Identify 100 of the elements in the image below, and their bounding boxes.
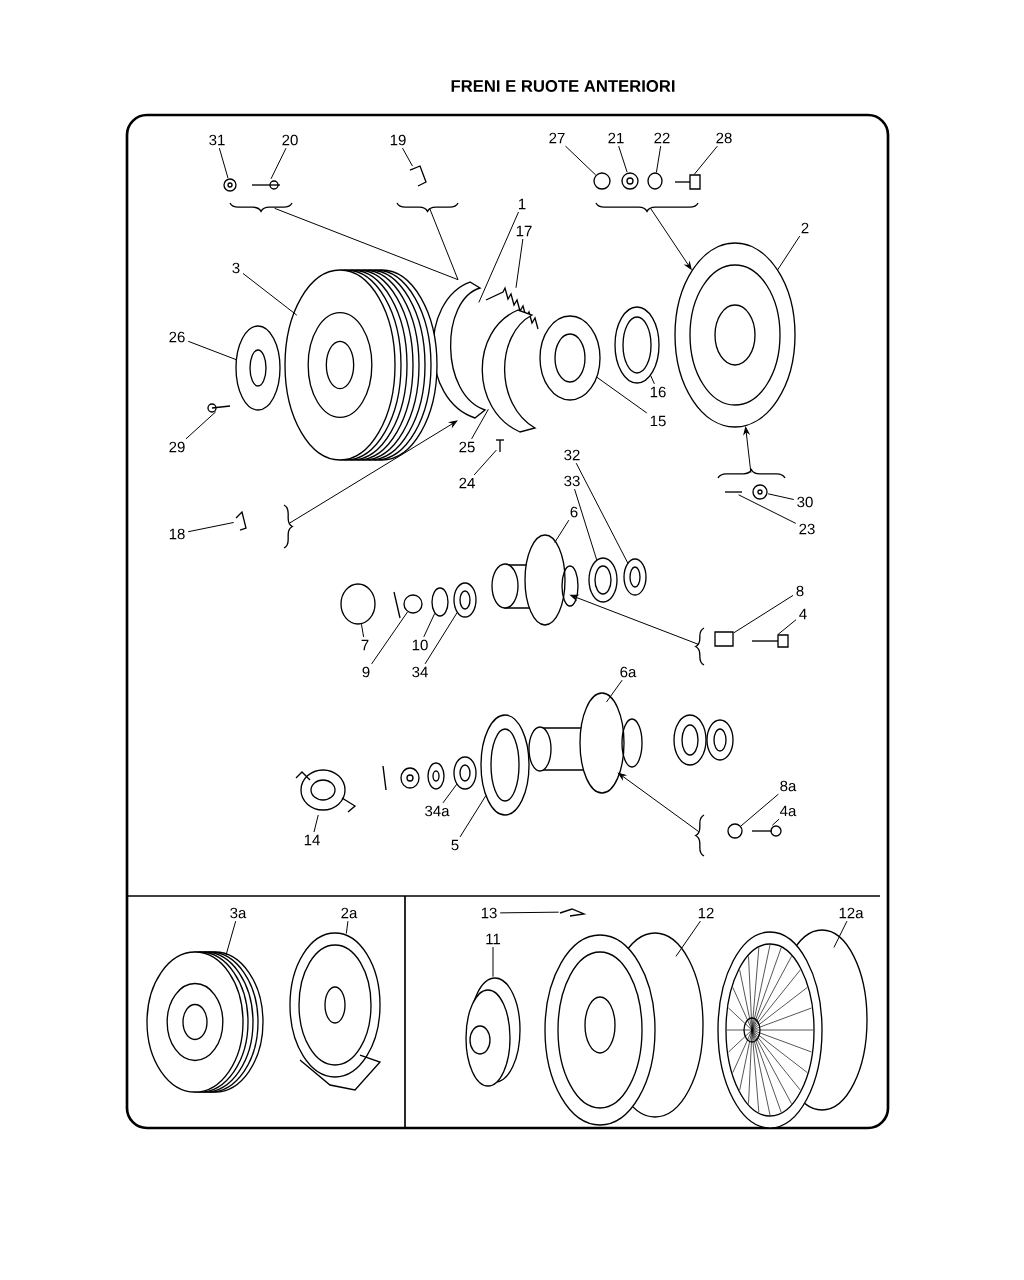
callout-number: 28 [716, 132, 732, 144]
wheel-drawing [544, 932, 704, 1126]
callout-number: 8a [780, 780, 797, 792]
callout-number: 12 [698, 907, 714, 919]
leader-line [218, 147, 229, 179]
leader-line [771, 818, 780, 826]
bracket [396, 202, 459, 212]
callout-number: 9 [362, 666, 370, 678]
leader-line [360, 623, 365, 638]
leader-line [767, 493, 795, 500]
bolt-drawing [674, 174, 701, 190]
leader-line [473, 449, 497, 476]
brake-shoe-drawing [432, 281, 486, 419]
callout-number: 2a [341, 907, 358, 919]
leader-line [693, 145, 718, 175]
bearing-drawing [588, 557, 618, 603]
callout-number: 27 [549, 132, 565, 144]
leader-line [185, 411, 217, 440]
assembly-arrow [618, 772, 700, 833]
hub-drawing [528, 692, 643, 794]
callout-number: 14 [304, 834, 320, 846]
knock-off-cap-drawing [295, 769, 357, 813]
callout-number: 15 [650, 415, 666, 427]
callout-number: 8 [796, 585, 804, 597]
callout-number: 5 [451, 839, 459, 851]
bracket [695, 627, 705, 666]
washer [647, 172, 663, 190]
leader-line [618, 145, 628, 173]
backing-plate-drawing [674, 242, 796, 428]
leader-line [650, 374, 655, 385]
callout-number: 32 [564, 449, 580, 461]
bracket [283, 504, 293, 549]
bracket [229, 202, 293, 212]
assembly-arrow [288, 420, 458, 524]
assembly-arrow [743, 426, 752, 474]
leader-line [423, 613, 436, 638]
leader-line [242, 272, 298, 316]
callout-number: 13 [481, 907, 497, 919]
callout-number: 23 [799, 523, 815, 535]
callout-number: 34a [425, 805, 450, 817]
stud-drawing [251, 180, 281, 190]
leader-line [225, 920, 237, 956]
callout-number: 22 [654, 132, 670, 144]
nut-drawing [223, 178, 237, 192]
callout-number: 25 [459, 441, 475, 453]
brake-drum-drawing [284, 269, 438, 461]
rivet-drawing [495, 439, 505, 453]
gasket-drawing [614, 306, 660, 384]
bracket [695, 814, 705, 857]
callout-number: 24 [459, 477, 475, 489]
bolt-drawing [751, 825, 782, 837]
screw-drawing [207, 403, 231, 413]
assembly-arrow [570, 594, 700, 645]
clip-drawing [235, 510, 247, 531]
callout-number: 3a [230, 907, 247, 919]
leader-line [459, 795, 487, 838]
leader-line [402, 147, 413, 167]
callout-number: 19 [390, 134, 406, 146]
assembly-arrow [650, 207, 692, 270]
callout-number: 3 [232, 262, 240, 274]
callout-number: 17 [516, 225, 532, 237]
callout-number: 4 [799, 608, 807, 620]
bearing-drawing [453, 756, 477, 790]
bracket [717, 469, 786, 479]
leader-line [738, 494, 797, 524]
leader-line [345, 920, 349, 935]
clip-drawing [409, 165, 427, 187]
callout-number: 4a [780, 805, 797, 817]
callout-number: 10 [412, 639, 428, 651]
leader-line [371, 611, 408, 665]
callout-number: 12a [839, 907, 864, 919]
leader-line [187, 340, 237, 361]
hub-drawing [491, 534, 579, 626]
callout-number: 29 [169, 441, 185, 453]
callout-number: 6 [570, 506, 578, 518]
bracket [595, 202, 699, 212]
brake-lining-drawing [481, 309, 536, 433]
callout-number: 34 [412, 666, 428, 678]
callout-number: 20 [282, 134, 298, 146]
nut [727, 823, 743, 839]
washer [431, 587, 449, 617]
nut [714, 631, 734, 647]
leader-line [554, 519, 570, 543]
callout-number: 26 [169, 331, 185, 343]
plate-drawing [235, 325, 281, 411]
spring-drawing [485, 286, 539, 330]
callout-number: 7 [361, 639, 369, 651]
leader-line [574, 488, 598, 561]
callout-number: 30 [797, 496, 813, 508]
washer [593, 172, 611, 190]
leader-line [564, 145, 597, 176]
brake-drum-drawing [146, 951, 264, 1093]
callout-number: 16 [650, 386, 666, 398]
leader-line [655, 145, 662, 173]
leader-line [740, 793, 779, 827]
backing-plate-drawing [289, 932, 382, 1091]
nut-drawing [752, 484, 768, 500]
leader-line [596, 376, 648, 414]
hubcap-drawing [465, 977, 521, 1087]
bushing-drawing [621, 172, 639, 190]
